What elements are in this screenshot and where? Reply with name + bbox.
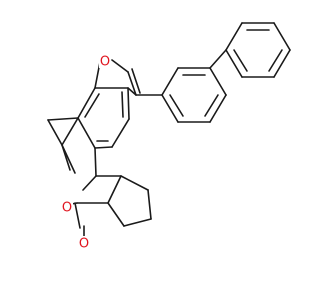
- bond: [84, 93, 100, 118]
- lactone-oxygen-label: O: [62, 201, 72, 216]
- label-background: [78, 236, 90, 250]
- bond: [123, 218, 152, 227]
- bond: [74, 202, 81, 229]
- bond: [82, 175, 97, 191]
- bond: [47, 119, 63, 146]
- bond: [61, 117, 79, 146]
- bond: [225, 49, 243, 78]
- structure-diagram: O O O: [47, 22, 291, 252]
- bond: [127, 87, 137, 96]
- bond: [61, 144, 71, 171]
- label-background: [61, 200, 73, 214]
- bond-lines: [47, 22, 291, 237]
- bond: [127, 87, 130, 120]
- bond: [225, 22, 243, 51]
- atom-labels: O O O: [61, 54, 111, 252]
- bond: [94, 146, 113, 149]
- bond: [209, 67, 227, 96]
- bond: [169, 94, 184, 117]
- bond: [131, 68, 141, 94]
- bond: [107, 202, 125, 227]
- bond: [77, 87, 96, 119]
- bond: [161, 94, 179, 123]
- bond: [94, 147, 97, 177]
- carbonyl-oxygen-label: O: [79, 237, 89, 252]
- label-background: [99, 54, 111, 68]
- bond: [120, 175, 149, 191]
- bond: [107, 175, 122, 204]
- bond: [121, 91, 124, 118]
- bond: [77, 117, 96, 149]
- bond: [273, 49, 291, 78]
- bond: [273, 22, 291, 51]
- bond: [209, 94, 227, 123]
- bond: [204, 94, 219, 117]
- bond: [111, 118, 130, 148]
- bond: [233, 49, 248, 72]
- bond: [147, 189, 152, 220]
- bond: [268, 49, 283, 72]
- bond: [47, 117, 79, 121]
- furan-oxygen-label: O: [100, 55, 110, 70]
- bond: [127, 71, 137, 96]
- bond: [209, 49, 227, 69]
- bond: [111, 59, 129, 73]
- bond: [161, 67, 179, 96]
